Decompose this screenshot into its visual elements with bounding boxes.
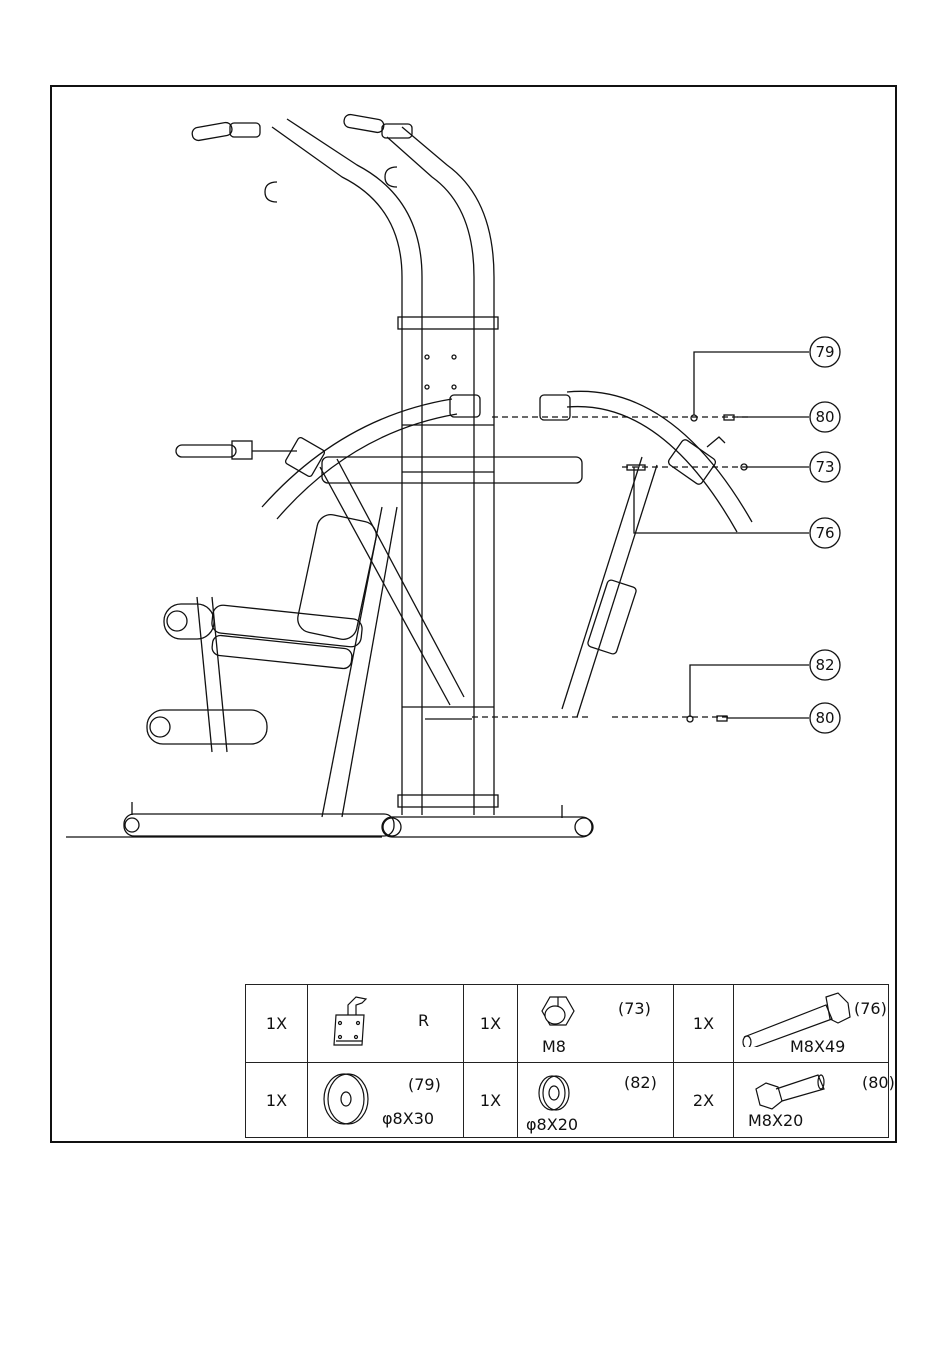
assembly-drawing: 79 80 73 76 82 80 [52,87,896,977]
large-washer-icon [316,1071,372,1127]
callout-79: 79 [810,337,840,367]
callout-76: 76 [810,518,840,548]
svg-text:76: 76 [815,524,834,542]
part-cell-nut: (73) M8 [518,985,674,1063]
part-label: φ8X30 [382,1109,434,1128]
callout-80-bottom: 80 [810,703,840,733]
part-label: M8 [542,1037,566,1056]
part-qty: 2X [674,1063,734,1138]
svg-text:82: 82 [815,656,834,674]
svg-text:73: 73 [815,458,834,476]
part-cell-long-bolt: (76) M8X49 [734,985,889,1063]
part-qty: 1X [246,985,308,1063]
part-cell-small-washer: (82) φ8X20 [518,1063,674,1138]
left-press-arm [176,395,480,719]
right-press-arm [540,391,752,717]
bracket-r-icon [328,993,372,1049]
part-qty: 1X [674,985,734,1063]
part-label: R [418,1011,429,1030]
small-washer-icon [534,1073,574,1115]
svg-text:80: 80 [815,709,834,727]
callout-82: 82 [810,650,840,680]
part-qty: 1X [246,1063,308,1138]
part-cell-short-bolt: (80) M8X20 [734,1063,889,1138]
part-cell-large-washer: (79) φ8X30 [308,1063,464,1138]
parts-row: 1X (79) φ8X30 1X (82) φ8X20 2X [246,1063,889,1138]
svg-text:79: 79 [815,343,834,361]
parts-row: 1X R 1X (73) M8 1X [246,985,889,1063]
svg-text:80: 80 [815,408,834,426]
nut-icon [538,993,578,1033]
callout-73: 73 [810,452,840,482]
bench-seat [211,457,582,817]
part-qty: 1X [464,985,518,1063]
short-bolt-icon [748,1069,828,1113]
main-columns [398,317,498,815]
callout-leaders [634,352,809,718]
part-code: (73) [618,999,651,1018]
part-label: M8X49 [790,1037,845,1056]
part-code: (80) [862,1073,895,1092]
part-cell-bracket: R [308,985,464,1063]
part-label: M8X20 [748,1111,803,1130]
assembly-dashes [472,417,752,717]
part-code: (76) [854,999,887,1018]
parts-table: 1X R 1X (73) M8 1X [245,984,889,1138]
base-frame [66,802,593,837]
part-qty: 1X [464,1063,518,1138]
part-code: (82) [624,1073,657,1092]
top-pullup-arms [191,114,494,317]
leg-rollers [147,597,267,752]
part-code: (79) [408,1075,441,1094]
part-label: φ8X20 [526,1115,578,1134]
callout-80-top: 80 [810,402,840,432]
